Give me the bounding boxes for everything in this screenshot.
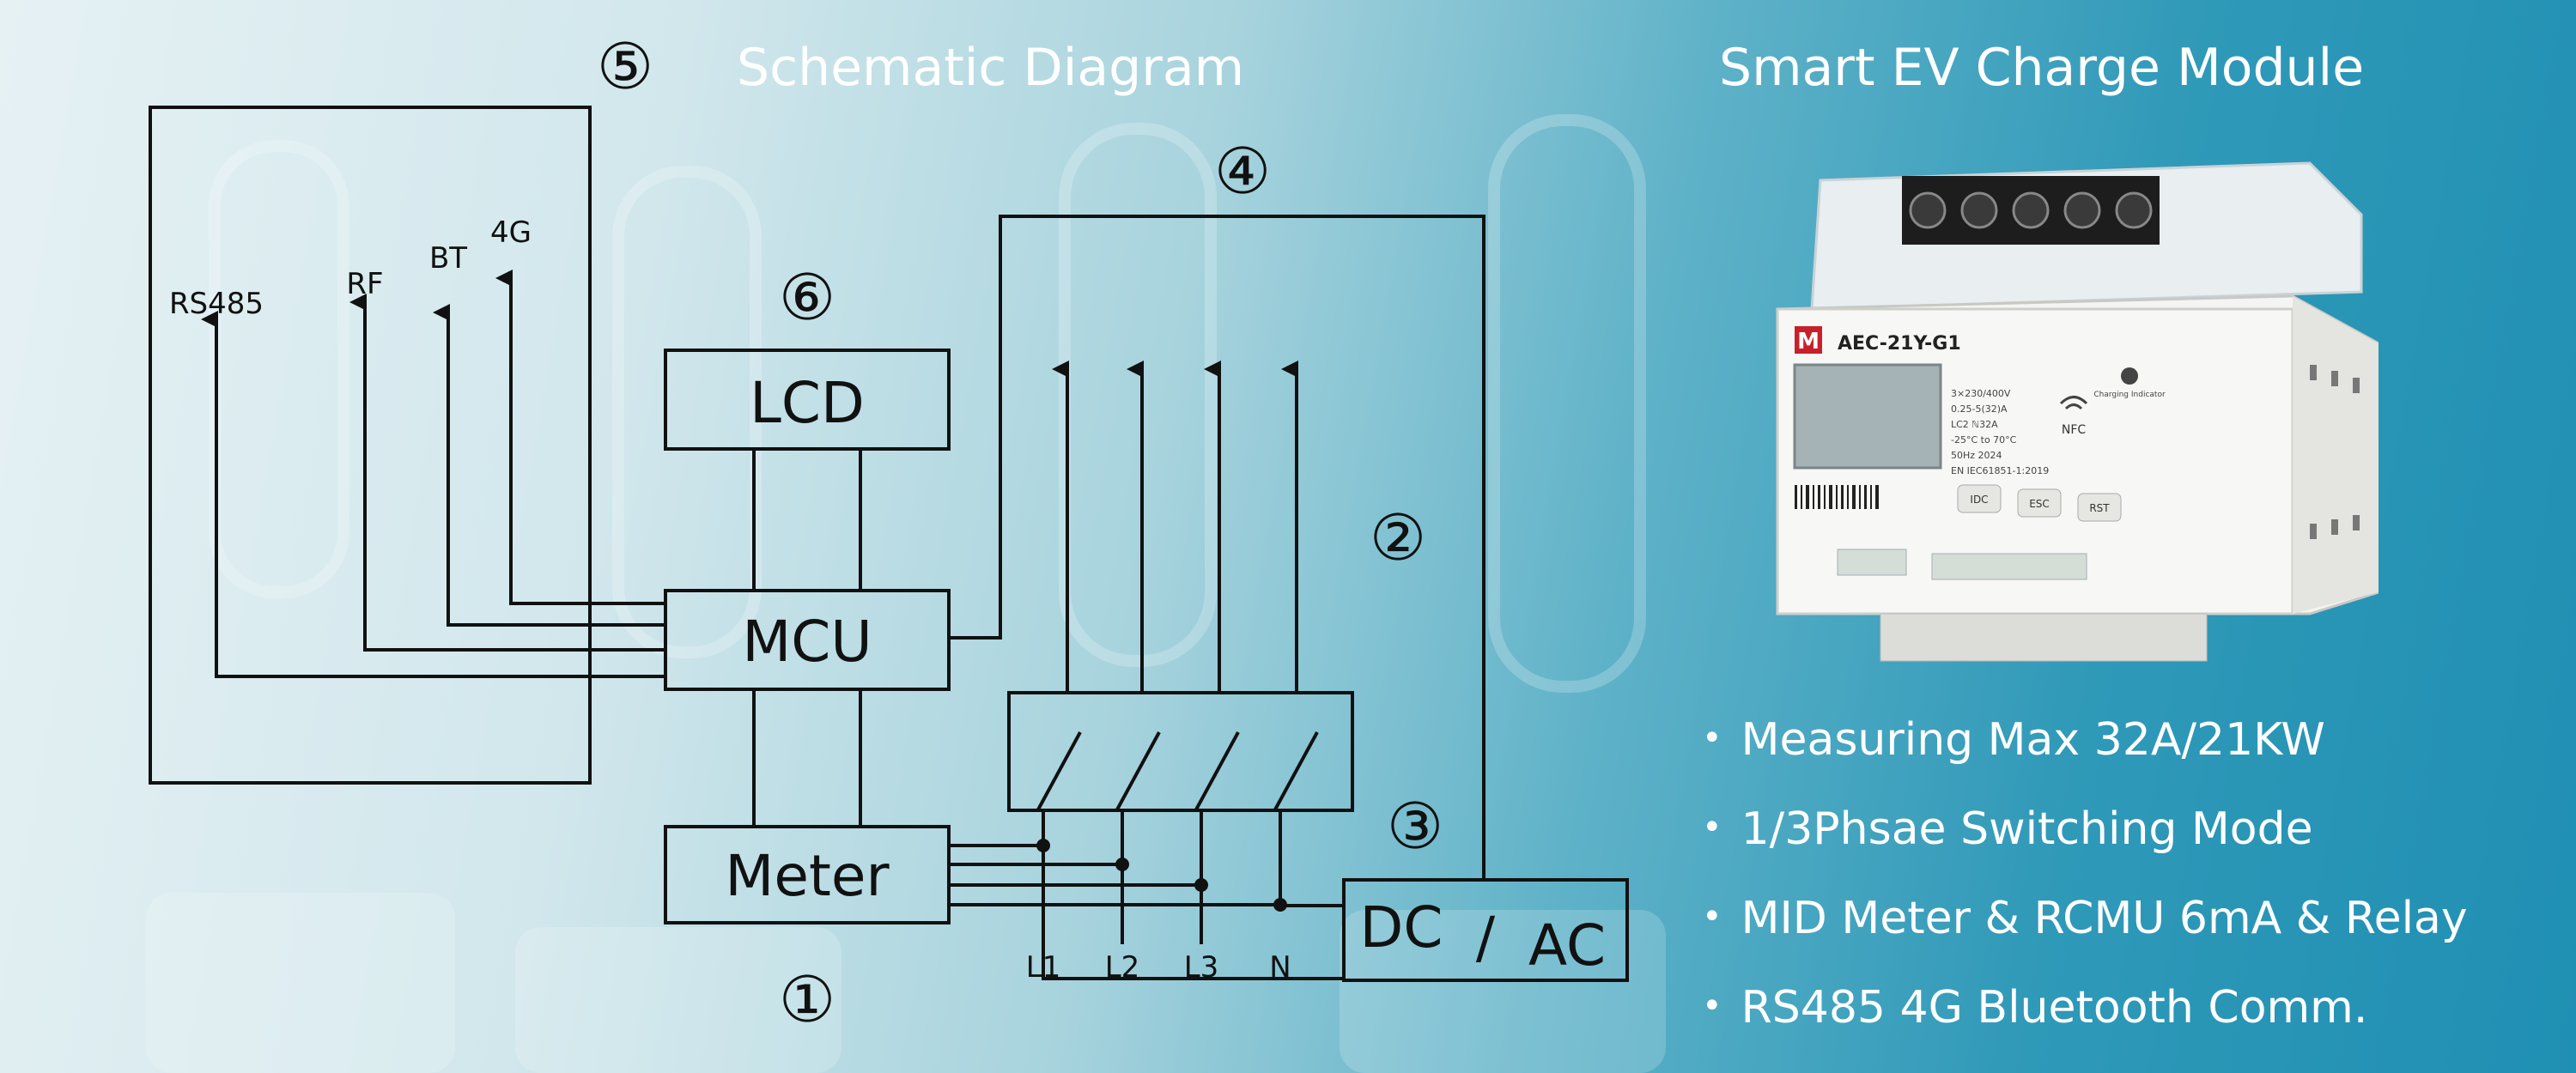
bottom-terminal-right [1931,553,2087,580]
brand-logo [1795,326,1822,354]
dc-label: DC [1360,894,1443,961]
phase-label-n: N [1269,950,1291,985]
marker-1: ① [779,963,835,1037]
feature-item: Measuring Max 32A/21KW [1702,694,2468,783]
din-rail-clip [1880,613,2208,662]
esc-button-label: ESC [2029,498,2050,510]
mcu-block [664,589,951,691]
logo-letter: M [1797,329,1820,355]
marker-3: ③ [1387,790,1443,864]
mcu-label: MCU [742,609,872,675]
rst-button-label: RST [2089,502,2110,514]
phase-label-l2: L2 [1105,950,1140,985]
module-title: Smart EV Charge Module [1719,38,2365,98]
marker-4: ④ [1214,135,1271,209]
marker-5: ⑤ [597,30,653,104]
meter-label: Meter [725,843,890,909]
comm-label-rs485: RS485 [169,287,264,321]
lcd-label: LCD [750,370,865,436]
phase-label-l1: L1 [1026,950,1061,985]
spec-line-4: -25°C to 70°C [1951,434,2017,446]
relay-block [1007,691,1354,812]
product-image: M AEC-21Y-G1 3×230/400V 0.25-5(32)A LC2 … [1776,161,2379,662]
schematic-diagram: LCD MCU Meter DC / AC RS485 RF BT 4G L1 … [149,30,1629,1037]
model-number: AEC-21Y-G1 [1838,333,1961,355]
bottom-terminal-left [1837,549,1907,576]
esc-button[interactable] [2017,488,2062,518]
indicator-label: Charging Indicator [2093,391,2166,399]
lcd-screen [1793,363,1942,470]
feature-list: Measuring Max 32A/21KW 1/3Phsae Switchin… [1702,694,2468,1051]
nfc-icon [2059,396,2088,410]
schematic-title: Schematic Diagram [737,38,1245,98]
lcd-block [664,349,951,451]
idc-button[interactable] [1957,484,2002,513]
spec-line-3: LC2 ℕ32A [1951,419,1998,430]
nfc-label: NFC [2062,423,2087,437]
marker-6: ⑥ [779,261,835,335]
comm-label-4g: 4G [490,215,532,250]
rst-button[interactable] [2077,493,2122,522]
spec-line-6: EN IEC61851-1:2019 [1951,465,2049,476]
barcode [1795,485,1879,509]
spec-line-1: 3×230/400V [1951,388,2011,399]
comm-label-rf: RF [346,267,383,301]
spec-line-2: 0.25-5(32)A [1951,403,2008,415]
feature-item: 1/3Phsae Switching Mode [1702,783,2468,872]
feature-item: MID Meter & RCMU 6mA & Relay [1702,872,2468,961]
idc-button-label: IDC [1970,494,1988,506]
comm-label-bt: BT [429,241,467,276]
marker-2: ② [1370,501,1426,575]
slash-label: / [1476,905,1496,971]
meter-block [664,825,951,924]
spec-line-5: 50Hz 2024 [1951,450,2002,461]
feature-item: RS485 4G Bluetooth Comm. [1702,961,2468,1051]
comm-module-boundary [149,106,592,785]
ac-label: AC [1528,912,1606,979]
phase-label-l3: L3 [1184,950,1219,985]
charging-indicator-light [2121,367,2138,385]
